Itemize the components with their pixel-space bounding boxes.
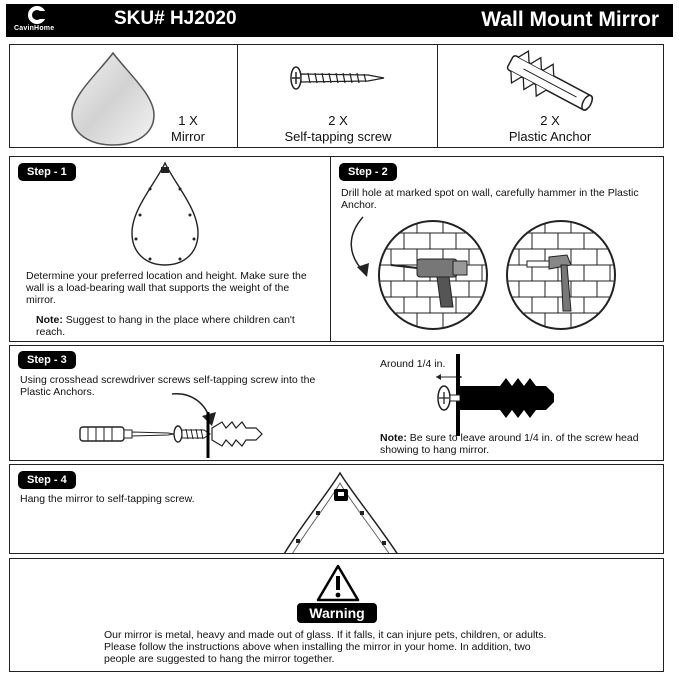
screw-icon	[290, 66, 385, 90]
warning-title: Warning	[297, 603, 377, 623]
hammer-on-wall-icon	[506, 220, 616, 330]
step-3-note-text: Be sure to leave around 1/4 in. of the s…	[380, 432, 639, 456]
step-3-label: Step - 3	[18, 351, 76, 369]
part-mirror-qty: 1 X	[178, 113, 198, 128]
brand-logo: CavinHome	[14, 6, 74, 36]
logo-c-icon	[28, 6, 46, 24]
step-2: Step - 2 Drill hole at marked spot on wa…	[331, 157, 663, 341]
step-3-note: Note: Be sure to leave around 1/4 in. of…	[380, 432, 650, 456]
drill-on-wall-icon	[378, 220, 488, 330]
step-1-note-label: Note:	[36, 314, 63, 326]
part-mirror: 1 X Mirror	[10, 45, 238, 147]
parts-panel: 1 X Mirror 2 X Self-tapping screw 2 X	[9, 44, 664, 148]
step-4-label: Step - 4	[18, 471, 76, 489]
step-2-label: Step - 2	[339, 163, 397, 181]
mirror-hanging-icon	[283, 471, 398, 553]
part-screw: 2 X Self-tapping screw	[238, 45, 438, 147]
sku-number: SKU# HJ2020	[114, 8, 237, 29]
warning-panel: Warning Our mirror is metal, heavy and m…	[9, 558, 664, 672]
part-anchor: 2 X Plastic Anchor	[438, 45, 663, 147]
mirror-back-icon	[131, 161, 199, 266]
part-screw-name: Self-tapping screw	[284, 129, 392, 144]
header-bar: CavinHome SKU# HJ2020 Wall Mount Mirror	[6, 4, 673, 37]
brand-name: CavinHome	[14, 25, 55, 32]
part-screw-qty: 2 X	[328, 113, 348, 128]
part-mirror-label: 1 X Mirror	[158, 113, 218, 145]
screwdriver-assembly-icon	[79, 412, 263, 458]
step-4-panel: Step - 4 Hang the mirror to self-tapping…	[9, 464, 664, 554]
gap-label: Around 1/4 in.	[380, 358, 446, 370]
part-anchor-label: 2 X Plastic Anchor	[490, 113, 610, 145]
part-mirror-name: Mirror	[171, 129, 205, 144]
curved-arrow-icon	[350, 216, 369, 277]
page-title: Wall Mount Mirror	[481, 8, 659, 31]
step-1-note-text: Suggest to hang in the place where child…	[36, 314, 295, 338]
part-screw-label: 2 X Self-tapping screw	[258, 113, 418, 145]
step-3-text: Using crosshead screwdriver screws self-…	[20, 374, 316, 398]
screw-anchor-detail-icon	[437, 354, 554, 436]
step-4-text: Hang the mirror to self-tapping screw.	[20, 493, 195, 505]
warning-triangle-icon	[316, 564, 360, 602]
step-1-text: Determine your preferred location and he…	[26, 270, 307, 306]
part-anchor-name: Plastic Anchor	[508, 129, 592, 144]
step-3-panel: Step - 3 Using crosshead screwdriver scr…	[9, 345, 664, 461]
mirror-icon	[71, 51, 155, 146]
step-2-text: Drill hole at marked spot on wall, caref…	[341, 187, 639, 211]
anchor-icon	[506, 50, 594, 111]
warning-text: Our mirror is metal, heavy and made out …	[104, 629, 547, 665]
step-1-2-panel: Step - 1 Determine your preferred locati…	[9, 156, 664, 342]
step-1-note: Note: Suggest to hang in the place where…	[36, 314, 316, 338]
step-1: Step - 1 Determine your preferred locati…	[10, 157, 331, 341]
part-anchor-qty: 2 X	[540, 113, 560, 128]
step-3-note-label: Note:	[380, 432, 407, 444]
step-1-label: Step - 1	[18, 163, 76, 181]
